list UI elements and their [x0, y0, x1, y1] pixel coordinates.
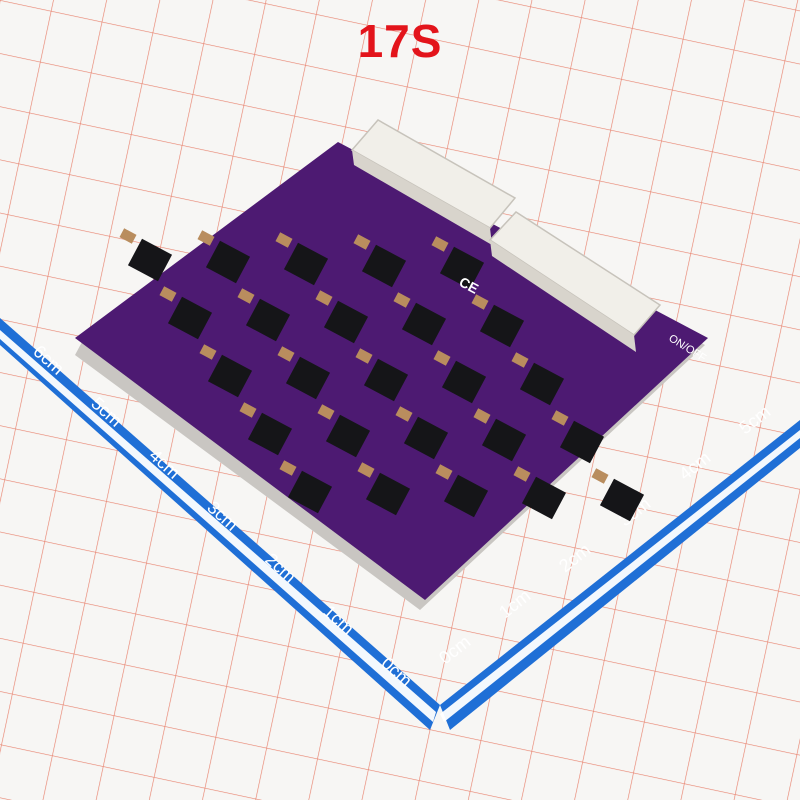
mosfet-chip [521, 476, 567, 520]
capacitor [591, 468, 609, 484]
capacitor [433, 350, 451, 366]
capacitor [353, 234, 371, 250]
capacitor [315, 290, 333, 306]
mosfet-chip [325, 414, 371, 458]
capacitor [431, 236, 449, 252]
mosfet-chip [365, 472, 411, 516]
mosfet-chip [401, 302, 447, 346]
mosfet-chip [207, 354, 253, 398]
capacitor [551, 410, 569, 426]
mosfet-chip [127, 238, 173, 282]
mosfet-chip [167, 296, 213, 340]
mosfet-chip [247, 412, 293, 456]
capacitor [393, 292, 411, 308]
capacitor [317, 404, 335, 420]
capacitor [277, 346, 295, 362]
capacitor [357, 462, 375, 478]
capacitor [199, 344, 217, 360]
mosfet-chip [245, 298, 291, 342]
capacitor [435, 464, 453, 480]
mosfet-chip [481, 418, 527, 462]
capacitor [197, 230, 215, 246]
capacitor [275, 232, 293, 248]
capacitor [395, 406, 413, 422]
mosfet-chip [361, 244, 407, 288]
page-title: 17S [357, 15, 443, 67]
capacitor [471, 294, 489, 310]
connector-top [350, 119, 517, 245]
mosfet-chip [441, 360, 487, 404]
mosfet-chip [599, 478, 645, 522]
ruler-left [0, 318, 440, 730]
capacitor [355, 348, 373, 364]
connector-bottom [488, 211, 662, 352]
mosfet-chip [519, 362, 565, 406]
capacitor [511, 352, 529, 368]
mosfet-chip [363, 358, 409, 402]
capacitor [239, 402, 257, 418]
mosfet-chip [479, 304, 525, 348]
mosfet-chip [439, 246, 485, 290]
mosfet-chip [443, 474, 489, 518]
capacitor [473, 408, 491, 424]
mosfet-chip [323, 300, 369, 344]
mosfet-chip [285, 356, 331, 400]
capacitor [119, 228, 137, 244]
capacitor [279, 460, 297, 476]
mosfet-chip [287, 470, 333, 514]
mosfet-chip [283, 242, 329, 286]
pcb-components [119, 228, 645, 522]
capacitor [159, 286, 177, 302]
capacitor [237, 288, 255, 304]
mosfet-chip [403, 416, 449, 460]
mosfet-chip [559, 420, 605, 464]
ruler-right [440, 420, 800, 730]
mosfet-chip [205, 240, 251, 284]
capacitor [513, 466, 531, 482]
